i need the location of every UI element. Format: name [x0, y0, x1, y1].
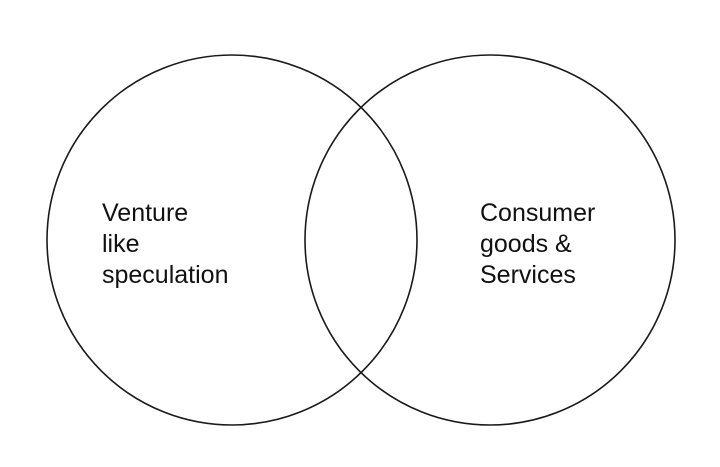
left-set-circle — [46, 54, 418, 426]
left-set-label: Venture like speculation — [102, 199, 228, 289]
right-set-label-line: goods & — [480, 230, 572, 258]
right-set-label-line: Services — [480, 261, 576, 289]
left-set-label-line: speculation — [102, 261, 228, 289]
left-set-label-line: like — [102, 230, 140, 258]
right-set-label-line: Consumer — [480, 199, 595, 227]
right-set-circle — [304, 54, 676, 426]
left-set-label-line: Venture — [102, 199, 188, 227]
right-set-label: Consumer goods & Services — [480, 199, 602, 289]
